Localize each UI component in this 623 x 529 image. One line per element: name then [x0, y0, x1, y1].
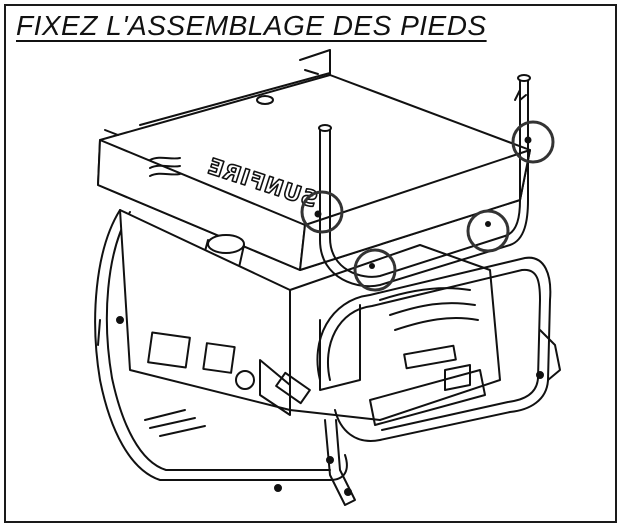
frame-tube-left: [94, 209, 348, 481]
bolt-icon: [369, 263, 375, 269]
housing-edge: [139, 72, 331, 126]
vent-line-3: [394, 317, 479, 331]
bottom-panel: [369, 369, 486, 426]
flame-mark: [149, 156, 181, 177]
leg-top-left: [318, 124, 332, 132]
left-bracket: [104, 129, 119, 136]
digital-display: [275, 371, 311, 405]
side-connector: [444, 364, 471, 391]
mount-plate: [319, 304, 361, 391]
circle-highlight-icon: [511, 120, 555, 164]
left-foot: [97, 319, 101, 346]
handle-slot: [304, 69, 319, 75]
control-panel: [259, 359, 291, 416]
top-cap: [256, 95, 274, 105]
bolt-right: [536, 371, 544, 379]
bolt-icon: [485, 221, 491, 227]
bolt-left: [116, 316, 124, 324]
bolt-icon: [524, 136, 532, 144]
circle-highlight-icon: [353, 248, 397, 292]
bolt-icon: [314, 210, 322, 218]
vent-line-1: [379, 287, 471, 301]
frame-tube-front: [316, 256, 552, 442]
label-plate-left: [147, 331, 191, 369]
leg-assembly-inner: [329, 79, 521, 278]
frame-tube-front-inner: [326, 268, 541, 431]
vent-line-2: [389, 302, 476, 316]
circle-highlight-icon: [466, 209, 510, 253]
vent-slot: [403, 344, 457, 370]
bolt-leg: [326, 456, 334, 464]
label-plate-right: [202, 342, 236, 374]
callout-circles: [300, 120, 555, 292]
frame-tube-left-inner: [105, 211, 331, 471]
grate-lines: [144, 409, 206, 437]
bolt-bottom: [274, 484, 282, 492]
circle-highlight-icon: [300, 190, 344, 234]
nozzle-cap-top: [207, 234, 245, 254]
leg-top-right: [517, 74, 531, 82]
right-foot: [539, 329, 561, 381]
control-knob: [235, 370, 255, 390]
fastener-bolts: [314, 136, 532, 269]
bolt-front: [344, 488, 352, 496]
top-bracket: [299, 49, 331, 76]
front-leg-foot: [324, 419, 356, 506]
leg-assembly-front: [319, 79, 529, 288]
page-title: FIXEZ L'ASSEMBLAGE DES PIEDS: [16, 10, 487, 41]
